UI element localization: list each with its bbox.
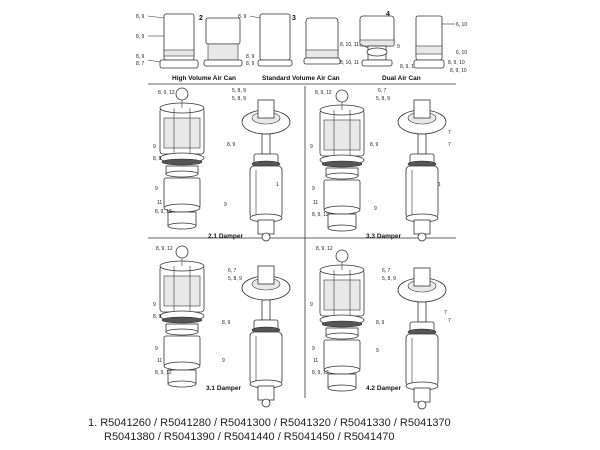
callout-31-e: 8, 9 — [153, 314, 162, 320]
callout-42-k: 9 — [376, 348, 379, 354]
callout-42-j: 8, 9, 12 — [312, 370, 329, 376]
callout-42-c: 5, 8, 9 — [382, 276, 396, 282]
callout-dual-left: 8, 10, 11 — [340, 42, 359, 48]
index-3: 3 — [292, 15, 296, 22]
caption-high-volume-can: High Volume Air Can — [172, 75, 236, 82]
callout-33-i: 11 — [313, 200, 318, 206]
index-2: 2 — [199, 15, 203, 22]
caption-dual-air-can: Dual Air Can — [382, 75, 421, 82]
callout-dual-9: 9 — [397, 44, 400, 50]
callout-31-g: 9 — [155, 346, 158, 352]
callout-dual-bot2: 8, 9, 10 — [450, 68, 467, 74]
callout-42-g: 8, 9 — [376, 320, 385, 326]
callout-42-i: 11 — [313, 358, 318, 364]
caption-standard-volume-can: Standard Volume Air Can — [262, 75, 340, 82]
callout-33-a: 8, 9, 12 — [315, 90, 332, 96]
callout-31-d: 9 — [153, 302, 156, 308]
callout-33-b: 6, 7 — [378, 88, 387, 94]
panel-damper-3-1: 8, 9, 12 6, 7 5, 8, 9 9 8, 9 8, 9 9 11 8… — [153, 245, 291, 408]
callout-31-h: 11 — [157, 358, 162, 364]
callout-42-d: 7 — [444, 310, 447, 316]
callout-dual-8910: 8, 9, 10 — [400, 64, 417, 70]
callout-21-e: 8, 9 — [153, 156, 162, 162]
callout-dual-610b: 6, 10 — [456, 50, 467, 56]
part-number-list: 1. R5041260 / R5041280 / R5041300 / R504… — [88, 416, 451, 444]
air-can-row: 8, 9 8, 9 8, 9 8, 7 2 High Volume Air Ca… — [136, 11, 467, 82]
callout-33-c: 5, 8, 9 — [376, 96, 390, 102]
panel-damper-3-3: 8, 9, 12 6, 7 5, 8, 9 7 7 9 8, 9 9 11 8,… — [310, 88, 451, 242]
callout-33-j: 8, 9, 12 — [312, 212, 329, 218]
high-volume-can-parts: 8, 9 8, 9 8, 9 8, 7 2 — [136, 13, 243, 69]
callout-21-j: 9 — [224, 202, 227, 208]
callout-33-f: 9 — [310, 144, 313, 150]
callout-31-c: 5, 8, 9 — [228, 276, 242, 282]
callout-21-i: 8, 9, 12 — [155, 209, 172, 215]
callout-21-c: 5, 8, 9 — [232, 96, 246, 102]
callout-high-bot: 8, 9 — [136, 54, 145, 60]
panel-damper-4-2: 8, 9, 12 6, 7 5, 8, 9 7 7 9 8, 9 9 11 8,… — [310, 246, 451, 410]
panel-grid — [148, 83, 456, 398]
caption-damper-2-1: 2.1 Damper — [208, 233, 244, 240]
callout-21-h: 11 — [157, 200, 162, 206]
index-4: 4 — [386, 11, 390, 18]
caption-damper-3-3: 3.3 Damper — [366, 233, 402, 240]
callout-std-top: 8, 9 — [238, 14, 247, 20]
callout-33-k: 9 — [374, 206, 377, 212]
callout-31-i: 8, 9, 12 — [155, 370, 172, 376]
callout-high-mid: 8, 9 — [136, 34, 145, 40]
callout-42-b: 6, 7 — [382, 268, 391, 274]
callout-std-bot: 8, 9 — [246, 54, 255, 60]
callout-42-a: 8, 9, 12 — [316, 246, 333, 252]
callout-33-l: 1 — [438, 182, 441, 188]
callout-33-d: 7 — [448, 130, 451, 136]
panel-damper-2-1: 8, 9, 12 5, 8, 9 5, 8, 9 9 8, 9 8, 9 9 1… — [153, 87, 291, 242]
callout-21-b: 5, 8, 9 — [232, 88, 246, 94]
callout-dual-610: 6, 10 — [456, 22, 467, 28]
callout-31-j: 9 — [222, 358, 225, 364]
callout-33-g: 8, 9 — [370, 142, 379, 148]
callout-dual-bot: 8, 9, 10 — [448, 60, 465, 66]
callout-21-d: 9 — [153, 144, 156, 150]
callout-31-f: 8, 9 — [222, 320, 231, 326]
caption-damper-3-1: 3.1 Damper — [206, 385, 242, 392]
callout-21-a: 8, 9, 12 — [158, 90, 175, 96]
dual-air-can-parts: 4 8, 10, 11 8, 10, 11 9 8, 9, 10 6, 10 6… — [340, 11, 467, 74]
callout-dual-left2: 8, 10, 11 — [340, 60, 359, 66]
callout-42-e: 7 — [448, 318, 451, 324]
callout-high-bot2: 8, 7 — [136, 61, 145, 67]
part-number-line-2: R5041380 / R5041390 / R5041440 / R504145… — [104, 431, 395, 443]
callout-21-k: 1 — [276, 182, 279, 188]
callout-31-a: 8, 9, 12 — [156, 246, 173, 252]
standard-volume-can-parts: 8, 9 8, 9 8, 9 3 — [238, 13, 341, 67]
caption-damper-4-2: 4.2 Damper — [366, 385, 402, 392]
callout-33-e: 7 — [448, 142, 451, 148]
callout-std-bot2: 8, 9 — [246, 61, 255, 67]
callout-31-b: 6, 7 — [228, 268, 237, 274]
callout-42-f: 9 — [310, 302, 313, 308]
callout-21-f: 8, 9 — [227, 142, 236, 148]
callout-21-g: 9 — [155, 186, 158, 192]
part-number-line-1: 1. R5041260 / R5041280 / R5041300 / R504… — [88, 417, 451, 429]
callout-42-h: 9 — [312, 346, 315, 352]
callout-33-h: 9 — [312, 186, 315, 192]
callout-high-top: 8, 9 — [136, 14, 145, 20]
